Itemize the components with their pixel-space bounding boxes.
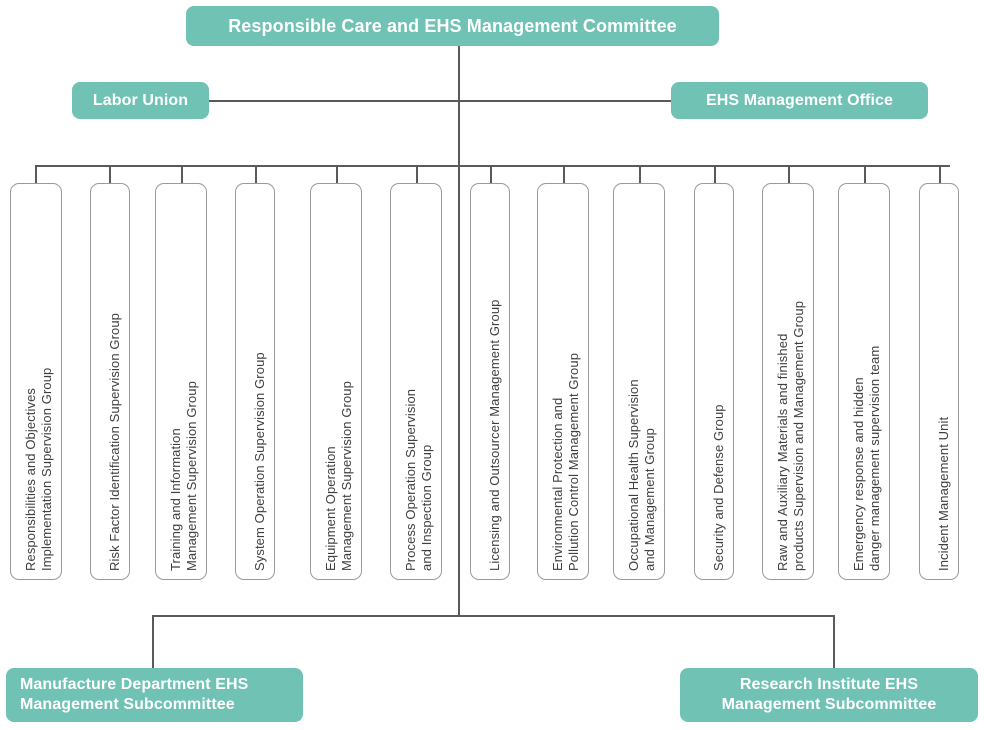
- subcommittee-bus-line: [152, 615, 834, 617]
- unit-drop-line: [714, 165, 716, 184]
- node-research-institute-subcommittee[interactable]: Research Institute EHS Management Subcom…: [680, 668, 978, 722]
- node-label: Incident Management Unit: [936, 416, 951, 571]
- node-responsible-care-committee[interactable]: Responsible Care and EHS Management Comm…: [186, 6, 719, 46]
- node-label: Process Operation Supervision and Inspec…: [403, 388, 434, 571]
- node-risk-factor-identification[interactable]: Risk Factor Identification Supervision G…: [90, 183, 130, 580]
- node-label: Training and Information Management Supe…: [168, 381, 199, 571]
- node-label: Labor Union: [92, 91, 189, 109]
- node-label: Research Institute EHS Management Subcom…: [721, 676, 937, 713]
- node-process-operation[interactable]: Process Operation Supervision and Inspec…: [390, 183, 442, 580]
- unit-drop-line: [109, 165, 111, 184]
- units-bus-line: [35, 165, 950, 167]
- node-system-operation[interactable]: System Operation Supervision Group: [235, 183, 275, 580]
- spine-line: [458, 46, 460, 616]
- node-label: System Operation Supervision Group: [252, 352, 267, 571]
- node-manufacture-department-subcommittee[interactable]: Manufacture Department EHS Management Su…: [6, 668, 303, 722]
- node-label: Occupational Health Supervision and Mana…: [626, 379, 657, 571]
- node-emergency-response[interactable]: Emergency response and hidden danger man…: [838, 183, 890, 580]
- node-training-information[interactable]: Training and Information Management Supe…: [155, 183, 207, 580]
- node-label: Risk Factor Identification Supervision G…: [107, 312, 122, 571]
- node-label: Licensing and Outsourcer Management Grou…: [487, 299, 502, 571]
- unit-drop-line: [864, 165, 866, 184]
- node-equipment-operation[interactable]: Equipment Operation Management Supervisi…: [310, 183, 362, 580]
- node-label: Emergency response and hidden danger man…: [851, 345, 882, 571]
- node-environmental-protection[interactable]: Environmental Protection and Pollution C…: [537, 183, 589, 580]
- node-label: Responsible Care and EHS Management Comm…: [228, 15, 677, 36]
- node-label: Raw and Auxiliary Materials and finished…: [775, 300, 806, 571]
- node-label: Responsibilities and Objectives Implemen…: [23, 367, 54, 571]
- node-label: EHS Management Office: [705, 91, 894, 109]
- node-security-defense[interactable]: Security and Defense Group: [694, 183, 734, 580]
- node-ehs-management-office[interactable]: EHS Management Office: [671, 82, 928, 119]
- second-row-connector: [209, 100, 671, 102]
- node-label: Environmental Protection and Pollution C…: [550, 352, 581, 571]
- unit-drop-line: [181, 165, 183, 184]
- unit-drop-line: [639, 165, 641, 184]
- node-occupational-health[interactable]: Occupational Health Supervision and Mana…: [613, 183, 665, 580]
- node-incident-management[interactable]: Incident Management Unit: [919, 183, 959, 580]
- node-label: Equipment Operation Management Supervisi…: [323, 381, 354, 571]
- unit-drop-line: [563, 165, 565, 184]
- node-raw-auxiliary-materials[interactable]: Raw and Auxiliary Materials and finished…: [762, 183, 814, 580]
- unit-drop-line: [416, 165, 418, 184]
- node-responsibilities-objectives[interactable]: Responsibilities and Objectives Implemen…: [10, 183, 62, 580]
- node-label: Security and Defense Group: [711, 404, 726, 571]
- subcommittee-drop-right: [833, 615, 835, 670]
- node-label: Manufacture Department EHS Management Su…: [20, 676, 249, 713]
- subcommittee-drop-left: [152, 615, 154, 670]
- unit-drop-line: [255, 165, 257, 184]
- node-labor-union[interactable]: Labor Union: [72, 82, 209, 119]
- unit-drop-line: [35, 165, 37, 184]
- unit-drop-line: [336, 165, 338, 184]
- unit-drop-line: [490, 165, 492, 184]
- node-licensing-outsourcer[interactable]: Licensing and Outsourcer Management Grou…: [470, 183, 510, 580]
- unit-drop-line: [788, 165, 790, 184]
- unit-drop-line: [939, 165, 941, 184]
